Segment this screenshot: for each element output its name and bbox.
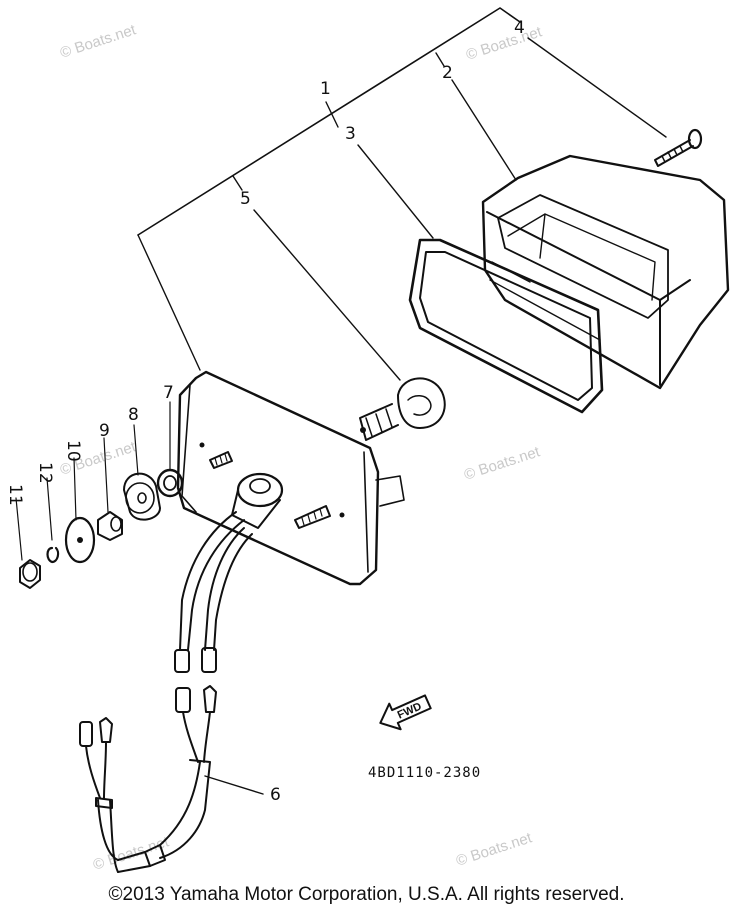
bulb-part — [359, 377, 446, 441]
nut-part-11 — [19, 559, 41, 589]
base-plate-part — [176, 370, 405, 586]
part-code: 4BD1110-2380 — [368, 765, 481, 781]
lock-washer-part-12 — [46, 546, 60, 564]
callout-3: 3 — [345, 124, 356, 144]
grommet-part-7 — [156, 468, 184, 498]
callout-12: 12 — [35, 462, 55, 484]
plate-washer-part-10 — [64, 516, 96, 564]
watermark: © Boats.net — [454, 829, 535, 870]
wiring-harness-part — [79, 511, 253, 873]
fwd-arrow-icon: FWD — [379, 694, 432, 731]
copyright-notice: ©2013 Yamaha Motor Corporation, U.S.A. A… — [108, 884, 625, 905]
gasket-part — [408, 238, 604, 414]
callout-11: 11 — [5, 484, 25, 506]
collar-part-9 — [97, 511, 123, 541]
callout-10: 10 — [63, 440, 83, 462]
callout-5: 5 — [240, 189, 251, 209]
callout-4: 4 — [514, 18, 525, 38]
small-parts — [19, 468, 184, 589]
watermark: © Boats.net — [464, 23, 545, 64]
watermark: © Boats.net — [462, 443, 543, 484]
screw-part — [654, 128, 703, 167]
callout-9: 9 — [99, 421, 110, 441]
callout-labels: 1 2 3 4 5 6 7 8 9 10 11 12 — [5, 18, 525, 805]
callout-1: 1 — [320, 79, 331, 99]
leader-lines — [15, 7, 667, 795]
watermarks: © Boats.net © Boats.net © Boats.net © Bo… — [58, 21, 545, 874]
lens-housing-part — [481, 154, 730, 390]
callout-7: 7 — [163, 383, 174, 403]
callout-8: 8 — [128, 405, 139, 425]
callout-6: 6 — [270, 785, 281, 805]
watermark: © Boats.net — [58, 21, 139, 62]
callout-2: 2 — [442, 63, 453, 83]
washer-part-8 — [123, 472, 161, 521]
